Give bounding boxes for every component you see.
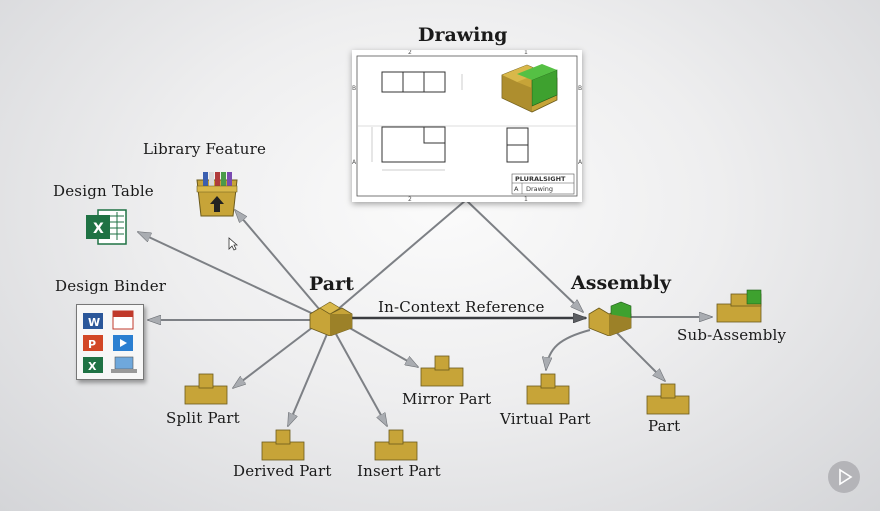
design-binder-label: Design Binder bbox=[55, 277, 167, 295]
arrow-part-to-insert-part bbox=[335, 333, 387, 426]
derived-part-block-icon bbox=[261, 429, 305, 461]
assembly-label: Assembly bbox=[571, 272, 671, 294]
sheet-col-1-bottom: 1 bbox=[524, 196, 528, 202]
sheet-row-a: A bbox=[352, 159, 357, 166]
sheet-size-letter: A bbox=[514, 185, 519, 193]
arrow-part-to-derived-part bbox=[287, 333, 328, 426]
assembly-part-label: Part bbox=[648, 417, 681, 435]
in-context-reference-label: In-Context Reference bbox=[378, 298, 545, 316]
arrow-part-to-library-feature bbox=[235, 210, 326, 317]
sub-assembly-block-icon bbox=[716, 289, 762, 323]
drawing-label: Drawing bbox=[418, 24, 508, 46]
sheet-col-2-bottom: 2 bbox=[408, 196, 412, 202]
drawing-sheet: 2 1 2 1 B A B A bbox=[352, 49, 583, 203]
title-block: PLURALSIGHT A Drawing bbox=[511, 173, 575, 195]
isometric-view bbox=[501, 64, 558, 113]
derived-part-label: Derived Part bbox=[233, 462, 332, 480]
arrow-part-to-design-table bbox=[138, 231, 323, 319]
mirror-part-block-icon bbox=[420, 355, 464, 387]
assembly-block-icon bbox=[588, 301, 632, 336]
svg-text:W: W bbox=[88, 316, 100, 329]
arrow-assembly-to-virtual-part bbox=[546, 329, 591, 370]
side-view bbox=[506, 127, 529, 163]
library-feature-icon bbox=[196, 172, 238, 217]
sheet-row-b-right: B bbox=[578, 85, 582, 92]
sub-assembly-label: Sub-Assembly bbox=[677, 326, 787, 344]
mirror-part-label: Mirror Part bbox=[402, 390, 492, 408]
sheet-col-2: 2 bbox=[408, 50, 412, 56]
arrow-assembly-to-part bbox=[613, 329, 665, 381]
sheet-row-a-right: A bbox=[578, 159, 582, 166]
excel-icon: X bbox=[86, 209, 127, 245]
sheet-name: Drawing bbox=[526, 185, 553, 193]
virtual-part-label: Virtual Part bbox=[500, 410, 591, 428]
sheet-row-b: B bbox=[352, 85, 356, 92]
design-table-label: Design Table bbox=[53, 182, 154, 200]
svg-text:X: X bbox=[93, 221, 104, 237]
svg-text:X: X bbox=[88, 360, 97, 373]
arrow-part-to-drawing bbox=[329, 199, 467, 317]
split-part-block-icon bbox=[184, 373, 228, 405]
library-feature-label: Library Feature bbox=[143, 140, 267, 158]
arrow-part-to-mirror-part bbox=[347, 326, 418, 367]
design-binder-icon: W P X bbox=[76, 304, 144, 380]
pluralsight-brand: PLURALSIGHT bbox=[515, 175, 566, 183]
assembly-part-block-icon bbox=[646, 383, 690, 415]
play-button[interactable] bbox=[828, 461, 860, 493]
insert-part-block-icon bbox=[374, 429, 418, 461]
virtual-part-block-icon bbox=[526, 373, 570, 405]
split-part-label: Split Part bbox=[166, 409, 240, 427]
svg-text:P: P bbox=[88, 338, 96, 351]
part-block-icon bbox=[309, 301, 353, 336]
sheet-col-1: 1 bbox=[524, 50, 528, 56]
arrow-part-to-split-part bbox=[233, 326, 314, 388]
insert-part-label: Insert Part bbox=[357, 462, 441, 480]
mouse-cursor-icon bbox=[228, 237, 238, 251]
top-view bbox=[381, 71, 463, 93]
part-label: Part bbox=[309, 273, 354, 295]
arrow-drawing-to-assembly bbox=[465, 199, 583, 312]
front-view bbox=[371, 126, 446, 171]
